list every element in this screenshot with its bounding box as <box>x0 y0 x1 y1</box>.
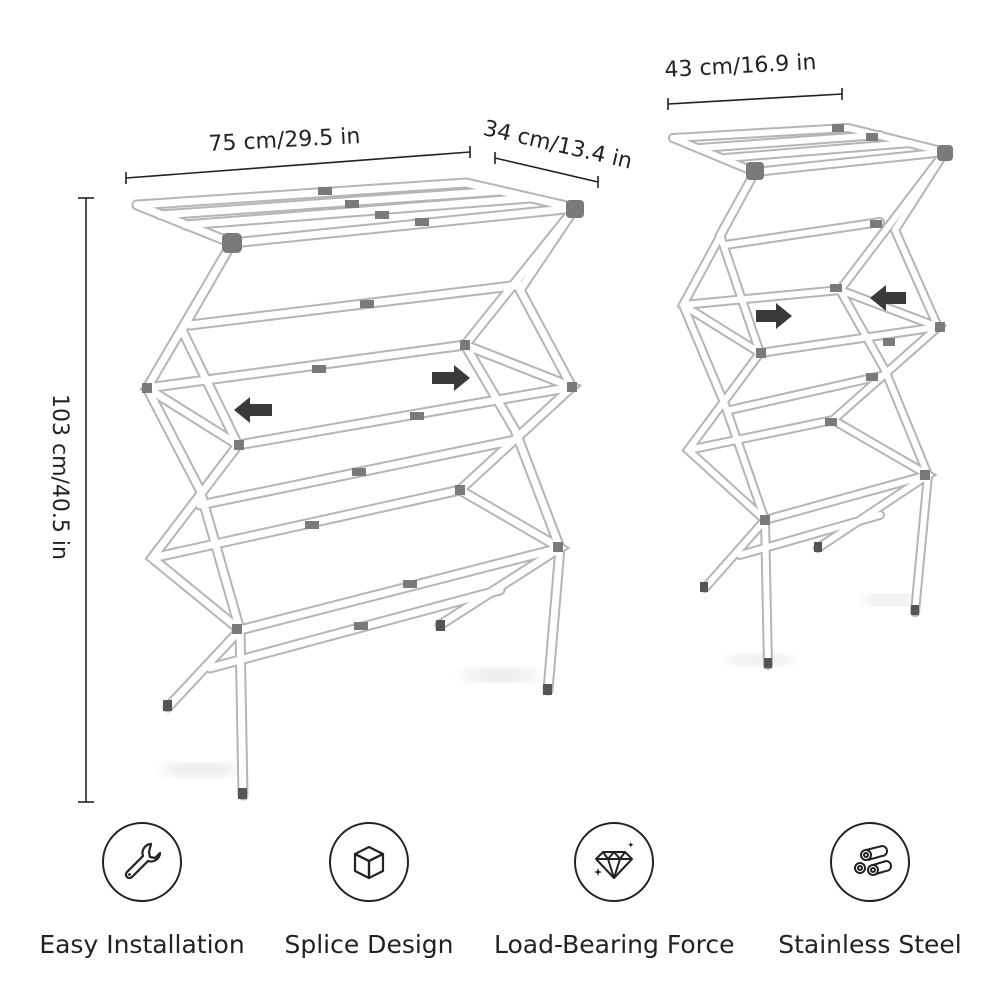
feature-stainless-steel: Stainless Steel <box>750 822 990 959</box>
feature-label: Splice Design <box>284 930 454 959</box>
wrench-icon <box>124 842 162 880</box>
feature-label: Easy Installation <box>39 930 245 959</box>
large-drying-rack <box>131 177 585 801</box>
cube-icon <box>353 845 385 880</box>
small-drying-rack <box>668 123 954 670</box>
feature-load-bearing-force: Load-Bearing Force <box>494 822 734 959</box>
feature-label: Load-Bearing Force <box>494 930 735 959</box>
steel-rolls-icon <box>854 844 892 876</box>
dimension-lines <box>78 88 843 803</box>
large-height-label: 103 cm/40.5 in <box>47 394 72 560</box>
feature-splice-design: Splice Design <box>249 822 489 959</box>
feature-easy-installation: Easy Installation <box>22 822 262 959</box>
feature-label: Stainless Steel <box>778 930 962 959</box>
diamond-icon <box>594 842 634 879</box>
